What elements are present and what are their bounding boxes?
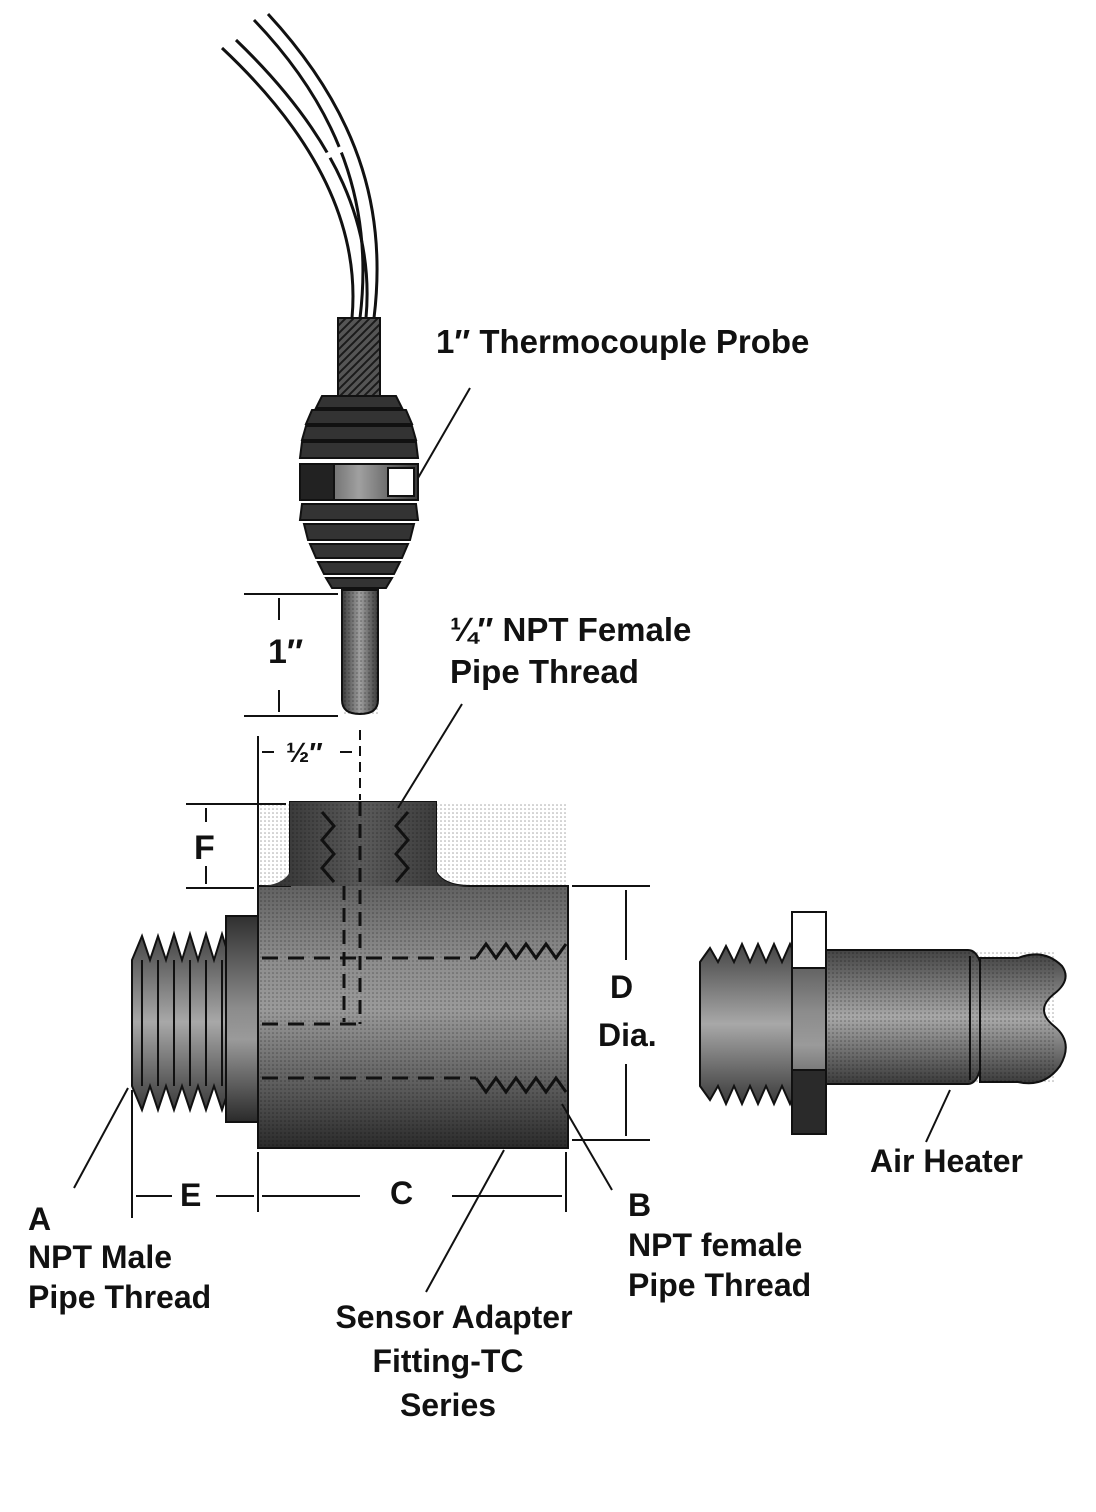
npt-female-leader-line bbox=[397, 703, 463, 809]
sensor-adapter-fitting bbox=[131, 801, 569, 1149]
npt-female-label-line1: ¼″ NPT Female bbox=[450, 611, 692, 648]
dim-f-label: F bbox=[194, 829, 215, 867]
dim-c-label: C bbox=[390, 1175, 414, 1211]
a-label-line2: Pipe Thread bbox=[28, 1279, 212, 1315]
dim-d-label: D bbox=[610, 969, 634, 1005]
adapter-label-line1: Sensor Adapter bbox=[335, 1299, 573, 1335]
dim-f bbox=[186, 803, 286, 889]
a-label-line1: NPT Male bbox=[28, 1239, 173, 1275]
male-thread bbox=[131, 930, 231, 1114]
dim-d-dia-label: Dia. bbox=[598, 1017, 657, 1053]
probe-label: 1″ Thermocouple Probe bbox=[436, 323, 810, 360]
b-label-line1: NPT female bbox=[628, 1227, 803, 1263]
adapter-label-line2: Fitting-TC bbox=[372, 1343, 524, 1379]
dim-half-label: ½″ bbox=[286, 737, 323, 768]
b-label-line2: Pipe Thread bbox=[628, 1267, 812, 1303]
a-letter-label: A bbox=[28, 1201, 52, 1237]
air-heater-label: Air Heater bbox=[870, 1143, 1023, 1179]
npt-female-label-line2: Pipe Thread bbox=[450, 653, 639, 690]
probe-leader-line bbox=[417, 387, 471, 479]
dim-probe-length bbox=[244, 593, 338, 717]
dim-d bbox=[572, 885, 650, 1141]
air-heater bbox=[699, 911, 1067, 1135]
b-letter-label: B bbox=[628, 1187, 652, 1223]
hidden-lines bbox=[262, 802, 568, 1095]
probe-bellows bbox=[298, 395, 420, 589]
thermocouple-wires bbox=[220, 12, 379, 319]
thermocouple-probe bbox=[298, 317, 420, 716]
dim-e-c bbox=[131, 1090, 567, 1218]
dim-e-label: E bbox=[180, 1177, 202, 1213]
adapter-label-line3: Series bbox=[399, 1387, 497, 1423]
leader-lines bbox=[73, 1087, 951, 1293]
dim-probe-length-label: 1″ bbox=[268, 633, 304, 671]
